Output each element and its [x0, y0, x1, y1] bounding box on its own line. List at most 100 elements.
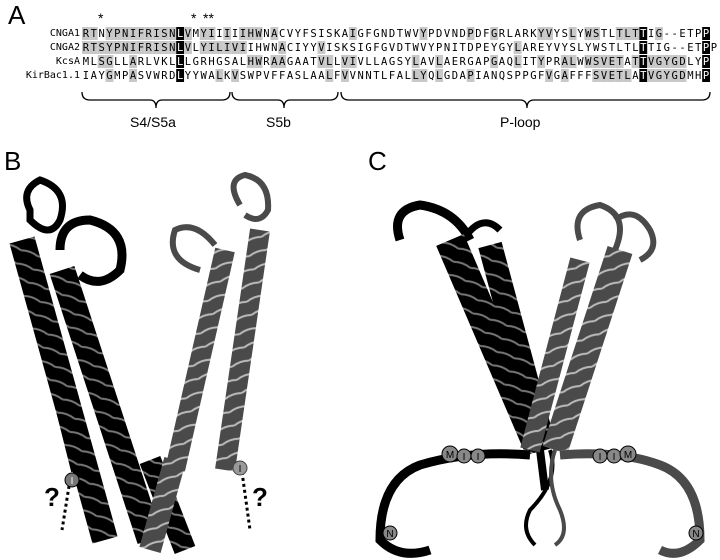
shading-layer — [82, 27, 710, 82]
residue-shading — [513, 41, 522, 54]
residue-letter: A — [632, 70, 639, 82]
panel-label-b: B — [4, 146, 22, 176]
residue-letter: A — [208, 70, 215, 82]
residue-letter: G — [193, 56, 199, 68]
residue-letter: Y — [538, 28, 545, 40]
residue-shading — [270, 55, 279, 68]
residue-letter: P — [711, 42, 717, 54]
residue-shading — [615, 69, 624, 82]
residue-letter: P — [255, 70, 261, 82]
residue-shading — [615, 55, 624, 68]
residue-letter: N — [358, 70, 364, 82]
alignment-canvas: RRMITTLANSSYYYGGPPLMNNLPIIAAFFRSRRLVIIVW… — [81, 27, 717, 109]
residue-letter: I — [240, 42, 246, 54]
residue-letter: C — [287, 42, 293, 54]
residue-letter: T — [640, 28, 647, 40]
residue-shading — [592, 69, 601, 82]
residue-letter: S — [161, 28, 167, 40]
residue-letter: N — [381, 28, 387, 40]
residue-letter: L — [146, 56, 152, 68]
residue-letter: Y — [420, 28, 427, 40]
residue-letter: L — [405, 70, 411, 82]
residue-letter: M — [83, 56, 89, 68]
residue-letter: P — [483, 56, 489, 68]
residue-letter: S — [161, 42, 167, 54]
residue-letter: F — [585, 70, 591, 82]
residue-letter: R — [522, 28, 529, 40]
subunit-black-c — [375, 200, 557, 558]
residue-letter: W — [593, 42, 600, 54]
residue-shading — [647, 55, 656, 68]
residue-letter: T — [373, 70, 380, 82]
residue-shading — [545, 27, 553, 40]
residue-letter: Q — [507, 56, 513, 68]
n-terminus-right: N — [692, 529, 699, 540]
residue-letter: G — [672, 56, 678, 68]
residue-letter: V — [420, 42, 427, 54]
residue-letter: L — [436, 56, 442, 68]
residue-letter: T — [530, 56, 537, 68]
residue-letter: G — [491, 28, 497, 40]
residue-letter: G — [444, 70, 450, 82]
residue-letter: I — [522, 56, 528, 68]
residue-letter: Y — [491, 42, 498, 54]
residue-letter: W — [201, 70, 208, 82]
residue-shading — [435, 69, 444, 82]
residue-shading — [662, 55, 671, 68]
residue-shading — [168, 41, 177, 54]
residue-letter: N — [98, 28, 104, 40]
residue-shading — [341, 69, 349, 82]
question-mark-left: ? — [44, 482, 60, 512]
residue-shading — [144, 27, 153, 40]
residue-letter: L — [326, 56, 332, 68]
residue-shading — [270, 27, 279, 40]
residue-letter: I — [350, 56, 356, 68]
residue-shading — [513, 55, 522, 68]
residue-shading — [97, 41, 106, 54]
residue-letter: W — [585, 28, 592, 40]
residue-letter: G — [106, 70, 112, 82]
residue-letter: V — [358, 56, 365, 68]
residue-shading — [639, 27, 648, 40]
residue-shading — [419, 27, 428, 40]
residue-letter: V — [185, 28, 192, 40]
residue-shading — [466, 27, 475, 40]
residue-letter: I — [248, 42, 254, 54]
residue-shading — [278, 55, 287, 68]
residue-letter: I — [208, 28, 214, 40]
residue-letter: D — [679, 70, 685, 82]
residue-letter: A — [562, 70, 569, 82]
residue-letter: T — [601, 28, 608, 40]
residue-letter: L — [577, 42, 583, 54]
residue-letter: Y — [428, 42, 435, 54]
residue-shading — [199, 41, 208, 54]
residue-letter: I — [224, 42, 230, 54]
residue-letter: F — [569, 70, 575, 82]
residue-letter: T — [617, 70, 624, 82]
residue-letter: Q — [499, 70, 505, 82]
residue-letter: - — [664, 28, 670, 40]
region-label-s4s5a: S4/S5a — [130, 114, 176, 130]
residue-letter: I — [358, 42, 364, 54]
residue-shading — [223, 27, 232, 40]
residue-letter: S — [601, 42, 607, 54]
residue-letter: A — [522, 42, 529, 54]
residue-letter: G — [358, 28, 364, 40]
residue-shading — [152, 27, 161, 40]
residue-shading — [655, 69, 663, 82]
residue-shading — [105, 69, 114, 82]
residue-letter: L — [177, 28, 183, 40]
residue-letter: Y — [585, 42, 592, 54]
brace-ploop — [340, 91, 711, 109]
residue-letter: L — [569, 28, 575, 40]
residue-letter: Y — [193, 70, 200, 82]
residue-shading — [631, 27, 640, 40]
residue-letter: F — [365, 28, 371, 40]
brace-s5b — [231, 91, 339, 109]
residue-letter: S — [593, 28, 599, 40]
region-label-ploop: P-loop — [500, 114, 541, 130]
residue-letter: W — [255, 56, 262, 68]
residue-letter: V — [342, 70, 349, 82]
residue-letter: I — [656, 42, 662, 54]
residue-letter: V — [318, 42, 325, 54]
